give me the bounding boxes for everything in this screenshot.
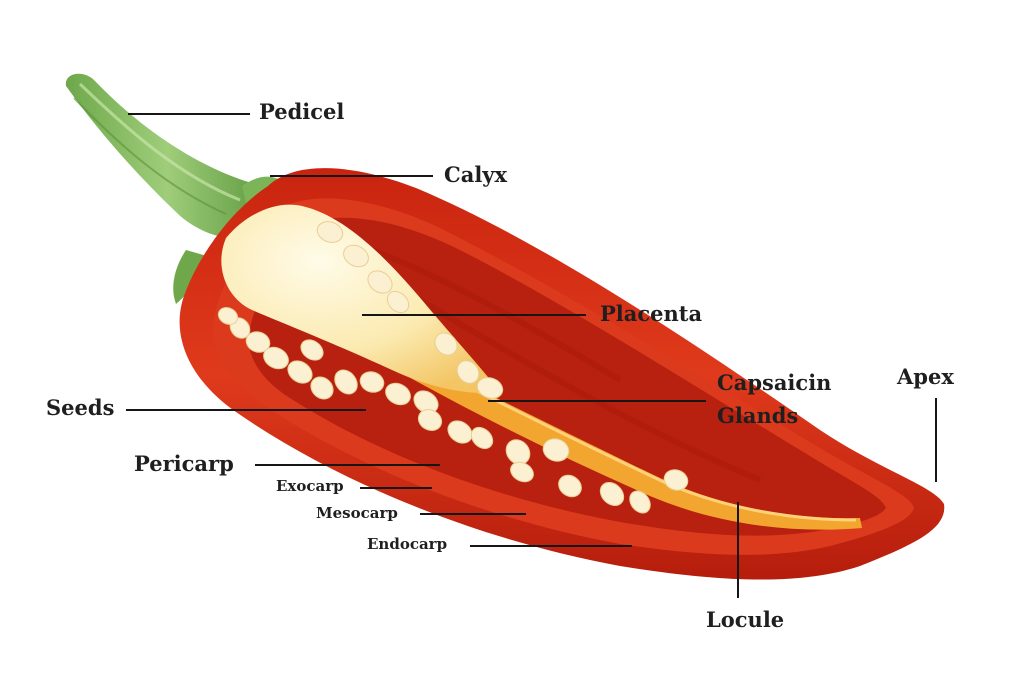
seed [359,371,385,393]
mesocarp-label: Mesocarp [316,504,398,522]
calyx-label: Calyx [444,162,508,187]
capsaicin-glands-label-line1: Capsaicin [717,370,832,395]
seed [367,270,393,294]
placenta-label: Placenta [600,301,703,326]
pedicel-ridge [78,82,241,202]
exocarp-label: Exocarp [276,477,344,495]
seed [663,469,689,491]
seed [263,346,289,370]
seed [334,369,358,395]
seed [629,490,651,514]
pedicel-ridge [73,97,227,215]
seed [470,426,494,450]
seed [456,360,480,384]
seed [542,438,570,462]
endocarp-label: Endocarp [367,535,448,553]
seed [599,481,625,507]
seed [476,377,504,399]
seed [316,221,344,243]
pedicel-label: Pedicel [259,99,345,124]
seed [386,290,410,314]
seed [447,420,473,444]
seed [558,474,582,498]
locule-label: Locule [706,607,785,632]
seed [245,331,271,353]
seed [417,409,443,431]
pedicel-stem [65,73,268,240]
seed [287,360,313,384]
seed [217,307,239,325]
seed [310,376,334,400]
seed [343,244,369,268]
seed [434,332,458,356]
seed [385,382,411,406]
capsaicin-glands-label-line2: Glands [717,403,799,428]
seed [505,439,531,465]
pericarp-label: Pericarp [134,451,234,476]
seed [510,461,534,483]
apex-label: Apex [897,364,954,389]
seed-cluster [217,221,689,514]
seed [300,339,324,361]
placenta-core [221,204,501,394]
seeds-label: Seeds [46,395,115,420]
seed [413,390,439,414]
